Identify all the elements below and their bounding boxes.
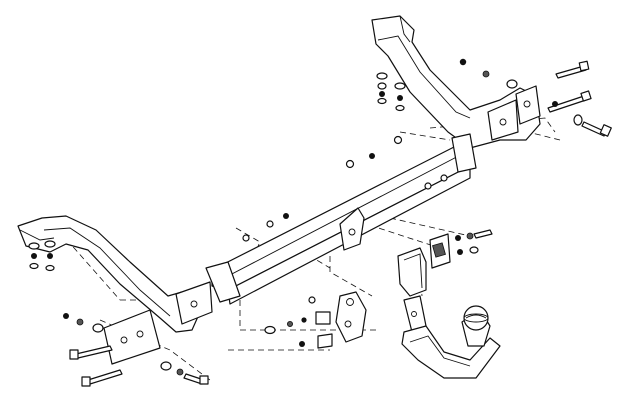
crossbar-bolts: [242, 135, 448, 242]
upper-fastener-stacks: [376, 72, 406, 112]
locking-mechanism: [264, 291, 367, 349]
washer-icon: [482, 70, 490, 78]
bolt-icon: [75, 345, 113, 359]
lower-left-plate: [63, 309, 209, 387]
socket-plate: [397, 229, 493, 297]
right-fasteners: [459, 58, 612, 137]
right-side-arm: [371, 15, 541, 149]
left-side-arm: [17, 215, 213, 333]
washer-icon: [573, 114, 583, 126]
bolt-icon: [87, 369, 123, 385]
nut-icon: [552, 101, 558, 107]
left-fastener-stacks: [28, 240, 56, 272]
main-crossbar: [205, 133, 477, 305]
nut-icon: [459, 58, 467, 66]
tow-ball-neck: [401, 295, 501, 379]
washer-icon: [506, 79, 518, 89]
